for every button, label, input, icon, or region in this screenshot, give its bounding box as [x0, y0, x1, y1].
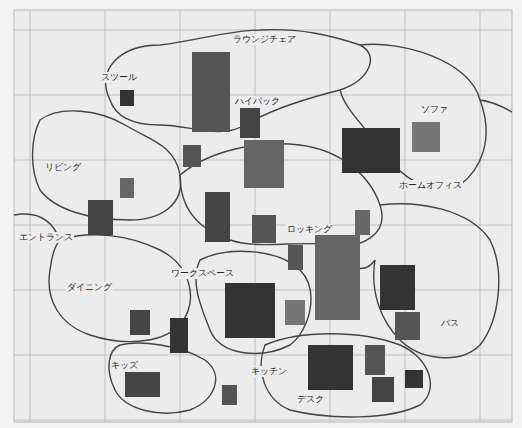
region-outlines [14, 30, 512, 417]
region-label: キッチン [250, 366, 288, 377]
region-label: ワークスペース [170, 268, 235, 279]
region-label: ラウンジチェア [232, 34, 297, 45]
region-label: キッズ [110, 360, 139, 371]
region-label: スツール [100, 72, 138, 83]
region-label: リビング [44, 162, 82, 173]
region-label: エントランス [18, 232, 74, 243]
grid [14, 10, 512, 422]
region-label: ダイニング [66, 282, 113, 293]
region-label: ロッキング [286, 224, 333, 235]
region-label: ホームオフィス [398, 180, 463, 191]
furniture-photos [88, 52, 440, 405]
region-label: バス [440, 318, 460, 329]
region-label: ソファ [420, 104, 449, 115]
sheet [14, 10, 512, 422]
region-label: デスク [296, 394, 325, 405]
region-label: ハイバック [234, 96, 281, 107]
